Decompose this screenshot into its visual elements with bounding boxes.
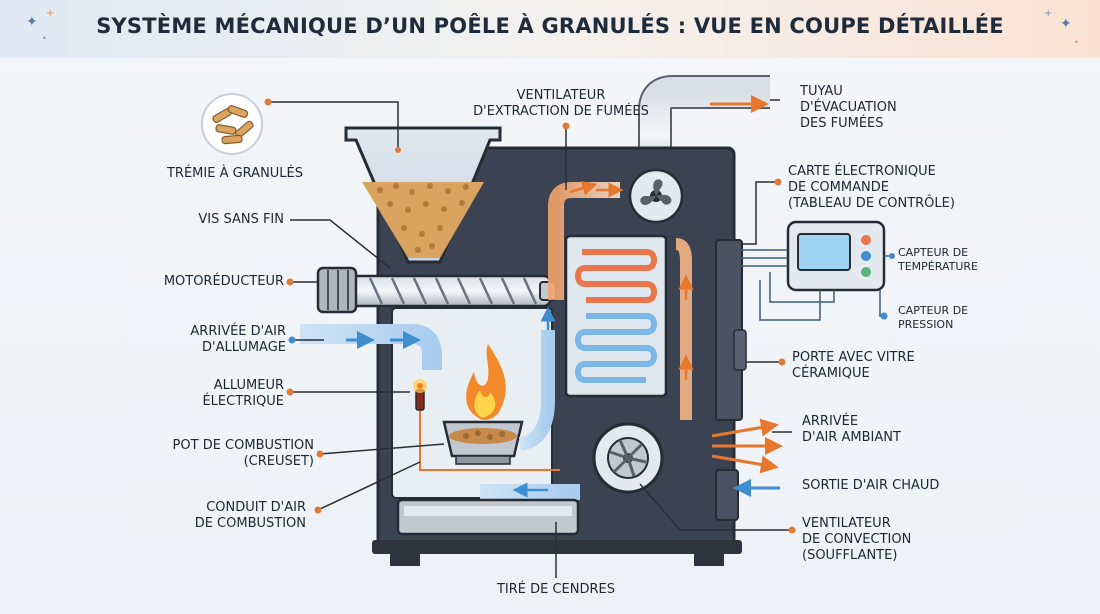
leader-line	[319, 443, 445, 455]
title-banner	[0, 0, 1100, 58]
label-door-glass: PORTE AVEC VITRE CÉRAMIQUE	[792, 350, 915, 381]
exhaust-flow	[548, 182, 620, 300]
blower-icon	[592, 422, 664, 494]
leader-line	[317, 461, 421, 511]
label-ash-drawer: TIRÉ DE CENDRES	[496, 582, 616, 597]
auger	[348, 274, 557, 308]
sparkle-icon: ✦	[26, 14, 38, 30]
electric-igniter	[413, 379, 427, 411]
label-auger: VIS SANS FIN	[198, 212, 284, 227]
label-convection-fan: VENTILATEUR DE CONVECTION (SOUFFLANTE)	[802, 516, 912, 563]
label-ignition-air-inlet: ARRIVÉE D'AIR D'ALLUMAGE	[190, 324, 286, 355]
label-flue-pipe: TUYAU D'ÉVACUATION DES FUMÉES	[800, 84, 897, 131]
igniter-wire	[419, 408, 560, 471]
fan-icon	[628, 168, 684, 224]
leader-line	[268, 101, 399, 150]
label-exhaust-fan: VENTILATEUR D'EXTRACTION DE FUMÉES	[473, 88, 649, 119]
leader-dot	[286, 278, 294, 286]
heat-exchanger	[564, 234, 668, 398]
label-pressure-sensor: CAPTEUR DE PRESSION	[898, 304, 969, 331]
leader-dot	[316, 450, 324, 458]
label-gear-motor: MOTORÉDUCTEUR	[163, 274, 284, 289]
sparkle-icon: +	[46, 8, 55, 19]
leader-dot	[880, 312, 888, 320]
air-flow	[518, 330, 555, 451]
pellet-hopper	[344, 126, 502, 264]
label-ambient-air-inlet: ARRIVÉE D'AIR AMBIANT	[802, 414, 901, 445]
hot-flow-arrow	[569, 180, 598, 196]
label-control-board: CARTE ÉLECTRONIQUE DE COMMANDE (TABLEAU …	[788, 164, 955, 211]
sparkle-icon: ✦	[1060, 16, 1072, 32]
label-burn-pot: POT DE COMBUSTION (CREUSET)	[172, 438, 314, 469]
leader-dot	[889, 253, 895, 259]
gear-motor	[316, 266, 358, 314]
hot-air-flow	[675, 238, 692, 420]
leader-line	[290, 219, 391, 269]
leader-dot	[314, 506, 322, 514]
label-combustion-air-duct: CONDUIT D'AIR DE COMBUSTION	[194, 500, 306, 531]
leader-dot	[778, 358, 786, 366]
leader-dot	[395, 147, 401, 153]
leader-dot	[288, 336, 296, 344]
leader-line	[639, 483, 792, 531]
sparkle-icon: +	[1044, 8, 1053, 19]
leader-dot	[774, 178, 782, 186]
leader-line	[740, 181, 778, 245]
flame-icon	[466, 344, 506, 420]
burn-pot	[442, 420, 524, 465]
leader-dot	[788, 526, 796, 534]
hot-flow-arrow	[711, 418, 779, 438]
hot-flow-arrow	[711, 454, 779, 474]
label-electric-igniter: ALLUMEUR ÉLECTRIQUE	[202, 378, 284, 409]
page-title: SYSTÈME MÉCANIQUE D’UN POÊLE À GRANULÉS …	[96, 14, 1004, 38]
leader-dot	[264, 98, 272, 106]
control-panel-icon	[786, 220, 886, 292]
ash-drawer	[396, 498, 580, 536]
flue-pipe	[638, 75, 770, 180]
leader-dot	[562, 122, 570, 130]
pellets-icon	[201, 93, 263, 155]
label-pellet-hopper: TRÉMIE À GRANULÉS	[166, 166, 304, 181]
pellets	[362, 182, 484, 258]
sparkle-icon: •	[1074, 38, 1079, 47]
label-temperature-sensor: CAPTEUR DE TEMPÉRATURE	[898, 246, 978, 273]
sparkle-icon: •	[42, 34, 47, 43]
leader-dot	[286, 388, 294, 396]
combustion-air-duct	[480, 484, 580, 500]
label-hot-air-outlet: SORTIE D'AIR CHAUD	[802, 478, 940, 493]
